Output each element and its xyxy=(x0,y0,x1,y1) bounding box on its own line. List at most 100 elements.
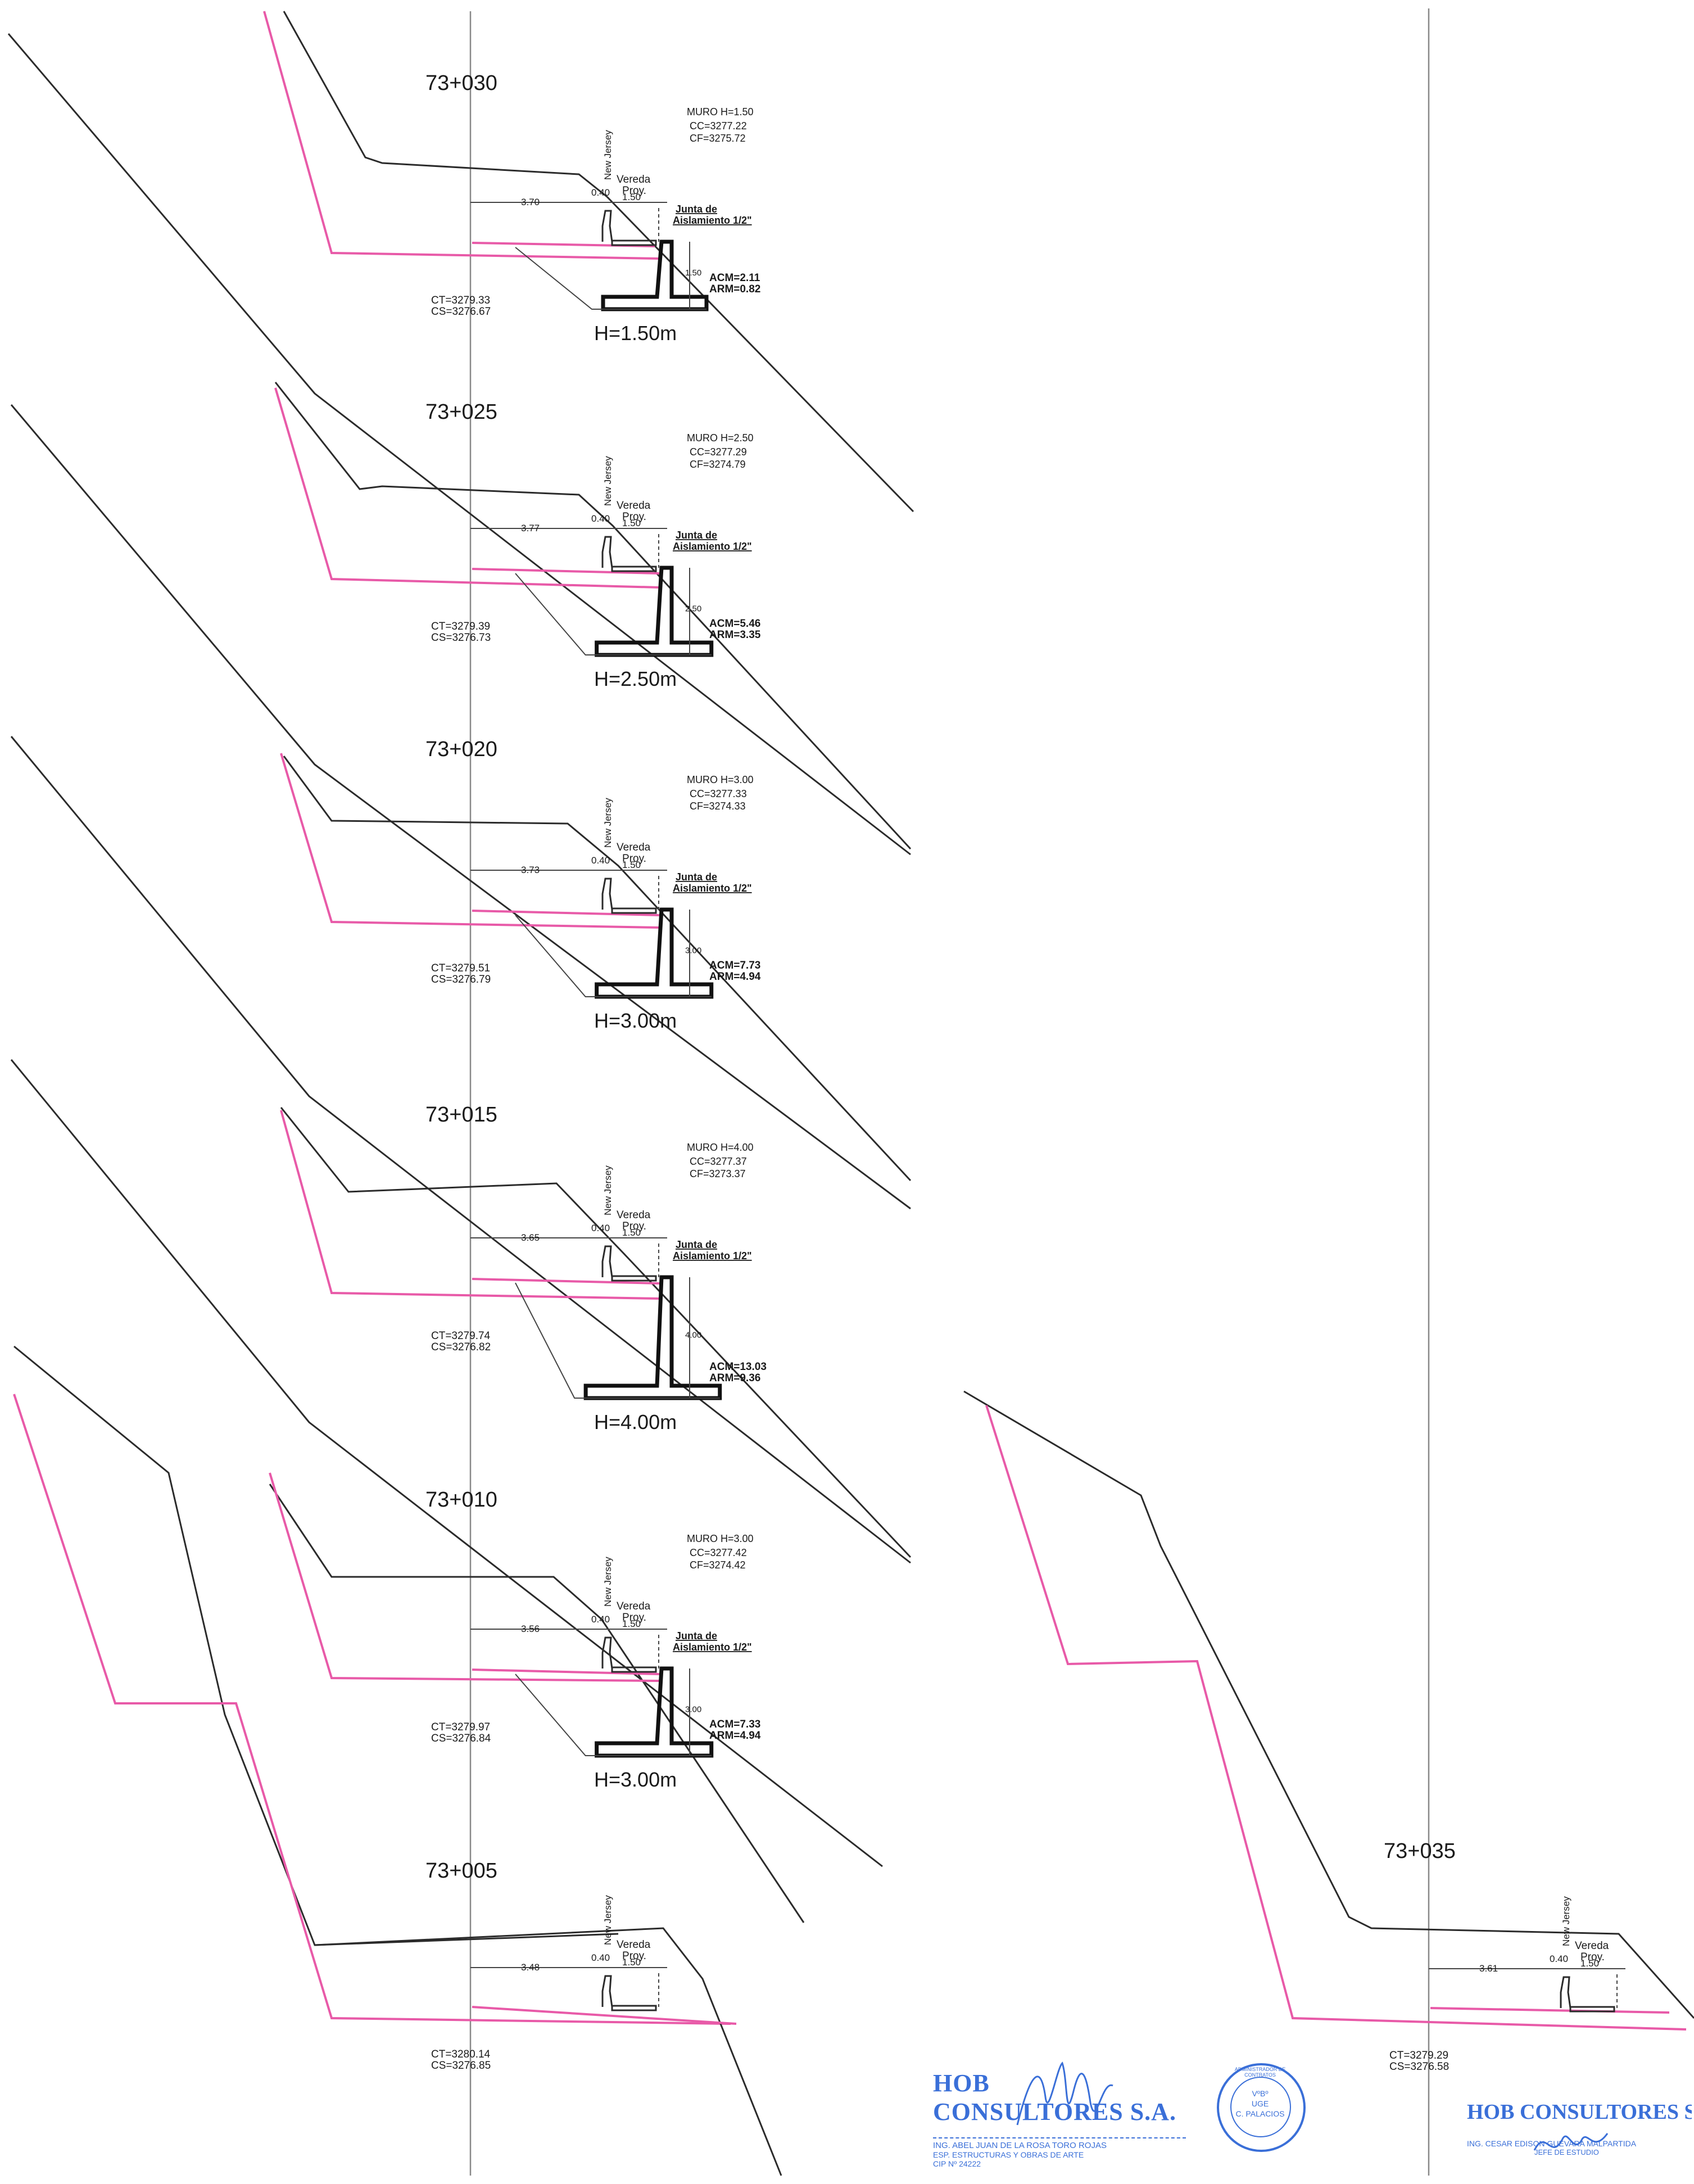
terrain-slope-line xyxy=(10,1059,883,1868)
junta-label: Aislamiento 1/2" xyxy=(673,883,752,894)
station-label: 73+035 xyxy=(1384,1839,1456,1863)
sidewalk-slab xyxy=(611,907,657,914)
jersey-barrier xyxy=(601,1245,613,1278)
station-label: 73+010 xyxy=(425,1488,497,1512)
sidewalk-slab xyxy=(611,1275,657,1282)
wall-height-label: MURO H=1.50 xyxy=(687,106,754,117)
arm-volume: ARM=0.82 xyxy=(709,283,760,295)
junta-label: Aislamiento 1/2" xyxy=(673,1642,752,1653)
offset-dimension: 3.70 xyxy=(521,197,540,207)
sidewalk-width-dimension: 1.50 xyxy=(622,192,641,202)
vereda-label: Proy. xyxy=(622,1220,646,1232)
ground-line-73010 xyxy=(269,1484,805,1923)
offset-dimension: 3.56 xyxy=(521,1624,540,1634)
wall-height-title: H=3.00m xyxy=(594,1768,677,1791)
junta-label: Aislamiento 1/2" xyxy=(673,1250,752,1261)
cc-elevation: CC=3277.37 xyxy=(690,1156,747,1167)
sidewalk-width-dimension: 1.50 xyxy=(622,860,641,870)
sidewalk-slab xyxy=(1569,2006,1615,2013)
cs-elevation: CS=3276.82 xyxy=(431,1341,491,1353)
sidewalk-slab xyxy=(611,239,657,246)
jersey-width-dimension: 0.40 xyxy=(591,1952,610,1963)
sidewalk-width-dimension: 1.50 xyxy=(622,1227,641,1238)
new-jersey-label: New Jersey xyxy=(603,798,613,848)
terrain-slope-line xyxy=(10,404,911,1210)
jersey-barrier xyxy=(601,536,613,568)
engineer-registration: CIP Nº 24222 xyxy=(933,2159,981,2168)
seal-ring-text: ADMINISTRADOR DE CONTRATOS xyxy=(1234,2067,1286,2078)
road-line-lower-left xyxy=(13,1394,731,2025)
jersey-barrier xyxy=(601,1636,613,1669)
excavation-line xyxy=(515,573,712,655)
road-line-73005 xyxy=(472,2006,737,2025)
ct-elevation: CT=3279.33 xyxy=(431,295,490,306)
junta-label: Junta de xyxy=(676,871,717,883)
arm-volume: ARM=9.36 xyxy=(709,1372,760,1384)
offset-dimension: 3.65 xyxy=(521,1232,540,1243)
height-dimension: 3.00 xyxy=(685,1705,701,1715)
height-dimension: 4.00 xyxy=(685,1331,701,1340)
road-line-73015 xyxy=(280,1110,661,1300)
excavation-line xyxy=(515,1282,720,1399)
excavation-line xyxy=(515,247,706,310)
acm-volume: ACM=7.33 xyxy=(709,1719,760,1730)
vereda-label: Vereda xyxy=(617,842,651,853)
vereda-label: Proy. xyxy=(622,1950,646,1962)
sidewalk-width-dimension: 1.50 xyxy=(1580,1958,1599,1969)
approval-seal: ADMINISTRADOR DE CONTRATOS VºBº UGE C. P… xyxy=(1217,2063,1306,2152)
ct-elevation: CT=3279.51 xyxy=(431,962,490,974)
vereda-label: Proy. xyxy=(622,511,646,523)
ground-line-73030 xyxy=(283,11,914,513)
cs-elevation: CS=3276.79 xyxy=(431,974,491,985)
arm-volume: ARM=4.94 xyxy=(709,1730,761,1742)
company-name: HOB CONSULTORES S.A. xyxy=(1467,2100,1692,2124)
ground-line-73020 xyxy=(283,756,912,1182)
vereda-label: Proy. xyxy=(1580,1951,1605,1963)
junta-label: Aislamiento 1/2" xyxy=(673,215,752,226)
jersey-barrier xyxy=(601,210,613,242)
height-dimension: 1.50 xyxy=(685,268,701,278)
wall-height-title: H=3.00m xyxy=(594,1009,677,1032)
cf-elevation: CF=3274.33 xyxy=(690,801,746,812)
cf-elevation: CF=3273.37 xyxy=(690,1168,746,1179)
wall-height-label: MURO H=2.50 xyxy=(687,432,754,444)
offset-dimension: 3.77 xyxy=(521,523,540,533)
ct-elevation: CT=3279.74 xyxy=(431,1330,491,1342)
company-name: HOB CONSULTORES S.A. xyxy=(933,2069,1176,2126)
vereda-label: Vereda xyxy=(1575,1940,1609,1952)
jersey-barrier xyxy=(1560,1976,1571,2009)
cc-elevation: CC=3277.42 xyxy=(690,1547,747,1558)
wall-height-label: MURO H=3.00 xyxy=(687,774,754,785)
jersey-width-dimension: 0.40 xyxy=(591,855,610,866)
sidewalk-slab xyxy=(611,2005,657,2011)
wall-height-label: MURO H=4.00 xyxy=(687,1142,754,1153)
vereda-label: Vereda xyxy=(617,1600,651,1612)
offset-dimension: 3.61 xyxy=(1479,1963,1498,1974)
ct-elevation: CT=3280.14 xyxy=(431,2049,491,2060)
signature-left xyxy=(1016,2061,1113,2126)
cf-elevation: CF=3275.72 xyxy=(690,133,746,144)
vereda-label: Vereda xyxy=(617,174,651,186)
terrain-slope-line xyxy=(7,33,911,856)
road-line-73025 xyxy=(274,387,661,589)
excavation-line xyxy=(515,1674,712,1756)
junta-label: Aislamiento 1/2" xyxy=(673,541,752,552)
seal-line-3: C. PALACIOS xyxy=(1235,2109,1285,2118)
sidewalk-width-dimension: 1.50 xyxy=(622,1957,641,1968)
station-label: 73+020 xyxy=(425,738,497,761)
jersey-width-dimension: 0.40 xyxy=(591,1223,610,1233)
new-jersey-label: New Jersey xyxy=(1561,1896,1571,1946)
wall-height-title: H=1.50m xyxy=(594,322,677,345)
sidewalk-width-dimension: 1.50 xyxy=(622,1618,641,1629)
road-line-73030 xyxy=(263,11,661,260)
sidewalk-slab xyxy=(611,1666,657,1673)
company-stamp-left: HOB CONSULTORES S.A. ING. ABEL JUAN DE L… xyxy=(933,2061,1186,2168)
ground-line-73005 xyxy=(314,1927,782,2176)
road-line-73010 xyxy=(472,1668,661,1675)
new-jersey-label: New Jersey xyxy=(603,1165,613,1215)
acm-volume: ACM=5.46 xyxy=(709,618,760,630)
